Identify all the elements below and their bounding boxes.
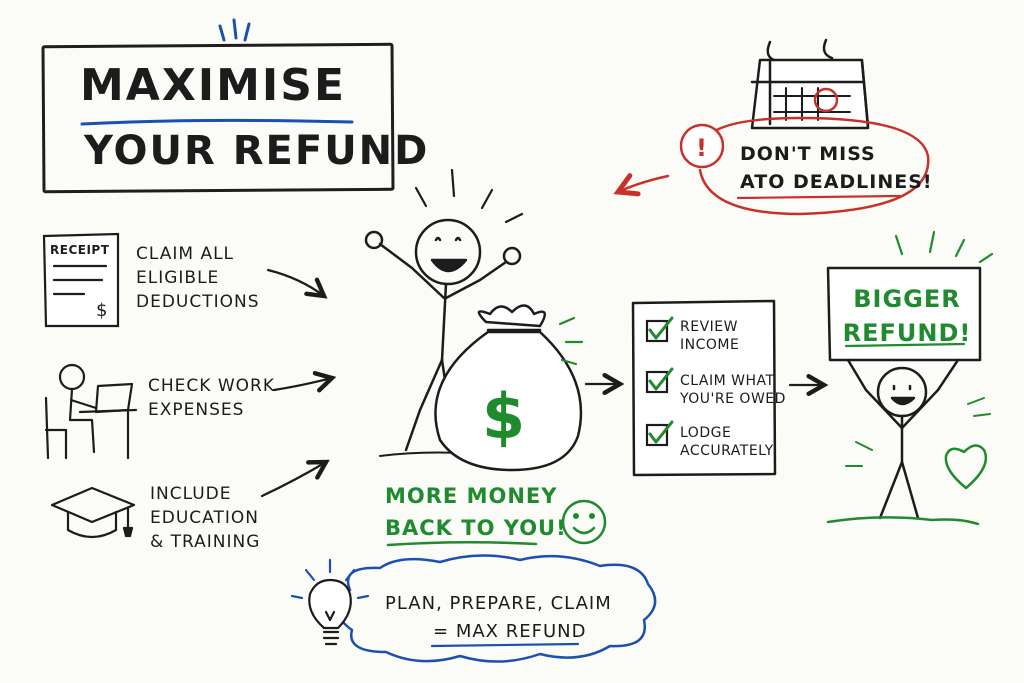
bigger-refund-text: BIGGER REFUND!	[832, 282, 982, 350]
money-bag-dollar: $	[482, 380, 525, 453]
smiley-face-icon	[561, 499, 607, 545]
sign-sparkle-lines	[894, 230, 994, 264]
tip-line: CLAIM ALL	[136, 244, 235, 264]
tip-cloud-text: PLAN, PREPARE, CLAIM = MAX REFUND	[385, 590, 612, 646]
deadline-line-2: ATO DEADLINES!	[740, 171, 933, 193]
tip-line: ELIGIBLE	[136, 268, 220, 288]
calendar-date-circle	[813, 87, 839, 113]
sign-stick-figure	[846, 358, 960, 520]
more-money-text: MORE MONEY BACK TO YOU!	[385, 480, 567, 544]
tip-line: & TRAINING	[150, 532, 261, 552]
checklist-line: YOU'RE OWED	[680, 391, 786, 407]
bag-sparkle-lines	[558, 316, 584, 366]
deadline-text: DON'T MISS ATO DEADLINES!	[740, 140, 933, 196]
lightbulb-icon	[308, 578, 352, 646]
tip-line: EDUCATION	[150, 508, 259, 528]
checklist-line: REVIEW	[680, 319, 738, 335]
more-money-underline	[386, 540, 538, 547]
checklist-checkmarks	[648, 316, 674, 444]
title-underline	[80, 118, 354, 126]
checklist-item-review-income: REVIEW INCOME	[680, 318, 739, 354]
tip-line: CHECK WORK	[148, 376, 275, 396]
deadline-line-1: DON'T MISS	[740, 143, 876, 165]
receipt-icon	[42, 232, 120, 328]
checklist-checkboxes	[645, 319, 669, 447]
lightbulb-rays	[290, 558, 370, 600]
sign-underline	[844, 342, 966, 348]
max-refund-underline	[430, 642, 580, 648]
heart-icon	[944, 444, 988, 490]
excitement-lines	[414, 168, 524, 224]
receipt-dollar: $	[96, 300, 107, 321]
tip-cloud-line-1: PLAN, PREPARE, CLAIM	[385, 593, 612, 614]
receipt-label: RECEIPT	[50, 243, 110, 257]
money-bag-icon	[434, 304, 583, 472]
checklist-line: INCOME	[680, 337, 740, 353]
tip-cloud-line-2: = MAX REFUND	[385, 618, 612, 646]
sign-line-1: BIGGER	[853, 285, 961, 313]
more-money-line-2: BACK TO YOU!	[385, 516, 567, 540]
deadline-underline	[736, 194, 902, 200]
checklist-line: LODGE	[680, 425, 732, 441]
checklist-item-lodge-accurately: LODGE ACCURATELY	[680, 424, 774, 460]
refund-sign-board	[826, 266, 982, 362]
tip-cloud	[337, 554, 657, 663]
checklist-box	[631, 299, 777, 477]
tip-include-education: INCLUDE EDUCATION & TRAINING	[150, 482, 260, 554]
checklist-line: ACCURATELY	[680, 443, 774, 459]
sign-line-2: REFUND!	[842, 319, 972, 347]
title-accent-marks	[218, 18, 251, 42]
checklist-item-claim-owed: CLAIM WHAT YOU'RE OWED	[680, 372, 786, 408]
tip-arrows	[260, 268, 332, 498]
tip-cloud-max-refund: MAX REFUND	[455, 621, 587, 642]
calendar-icon	[750, 38, 870, 130]
tip-line: INCLUDE	[150, 484, 232, 504]
alert-mark: !	[696, 134, 707, 162]
deadline-arrow	[618, 176, 670, 192]
graduation-cap-icon	[50, 486, 136, 539]
more-money-line-1: MORE MONEY	[385, 484, 558, 508]
deadline-oval	[698, 116, 930, 216]
ground-scribble	[826, 516, 980, 526]
ground-sparkle-lines	[845, 397, 991, 467]
title-line-1: MAXIMISE	[80, 60, 347, 111]
tip-check-work-expenses: CHECK WORK EXPENSES	[148, 374, 275, 422]
checklist-line: CLAIM WHAT	[680, 373, 775, 389]
tip-line: DEDUCTIONS	[136, 292, 260, 312]
tip-claim-deductions: CLAIM ALL ELIGIBLE DEDUCTIONS	[136, 242, 260, 314]
tip-line: EXPENSES	[148, 400, 245, 420]
desk-worker-icon	[44, 363, 138, 460]
tip-cloud-equals: =	[433, 621, 456, 642]
title-line-2: YOUR REFUND	[84, 128, 430, 174]
alert-circle	[679, 123, 725, 169]
